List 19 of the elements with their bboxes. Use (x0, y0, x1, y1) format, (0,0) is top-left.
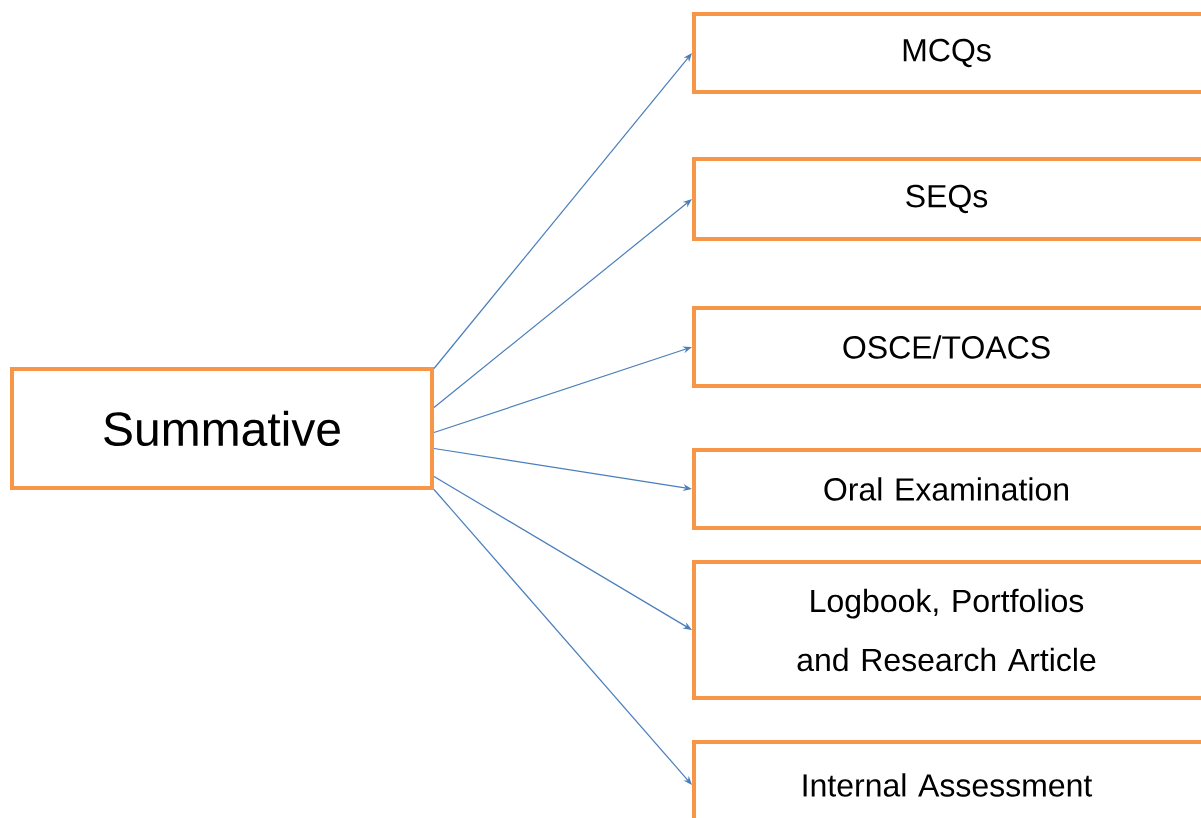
box-label: OSCE/TOACS (843, 335, 1050, 359)
arrow (433, 53, 692, 370)
box-label: Oral Examination (824, 477, 1068, 501)
arrow (433, 488, 692, 785)
arrow (433, 199, 692, 409)
title-text: Summative (104, 410, 340, 447)
box-label: Logbook, Portfolios and Research Article (797, 588, 1096, 672)
box (692, 12, 1201, 94)
arrow (433, 346, 692, 434)
box (692, 306, 1201, 388)
box (10, 367, 434, 490)
box (692, 157, 1201, 241)
box (692, 560, 1201, 700)
box (692, 740, 1201, 818)
box (692, 448, 1201, 530)
box-label: SEQs (906, 184, 988, 214)
box-label: MCQs (903, 38, 991, 68)
arrow (433, 475, 692, 630)
box-label: Internal Assessment (803, 773, 1093, 797)
